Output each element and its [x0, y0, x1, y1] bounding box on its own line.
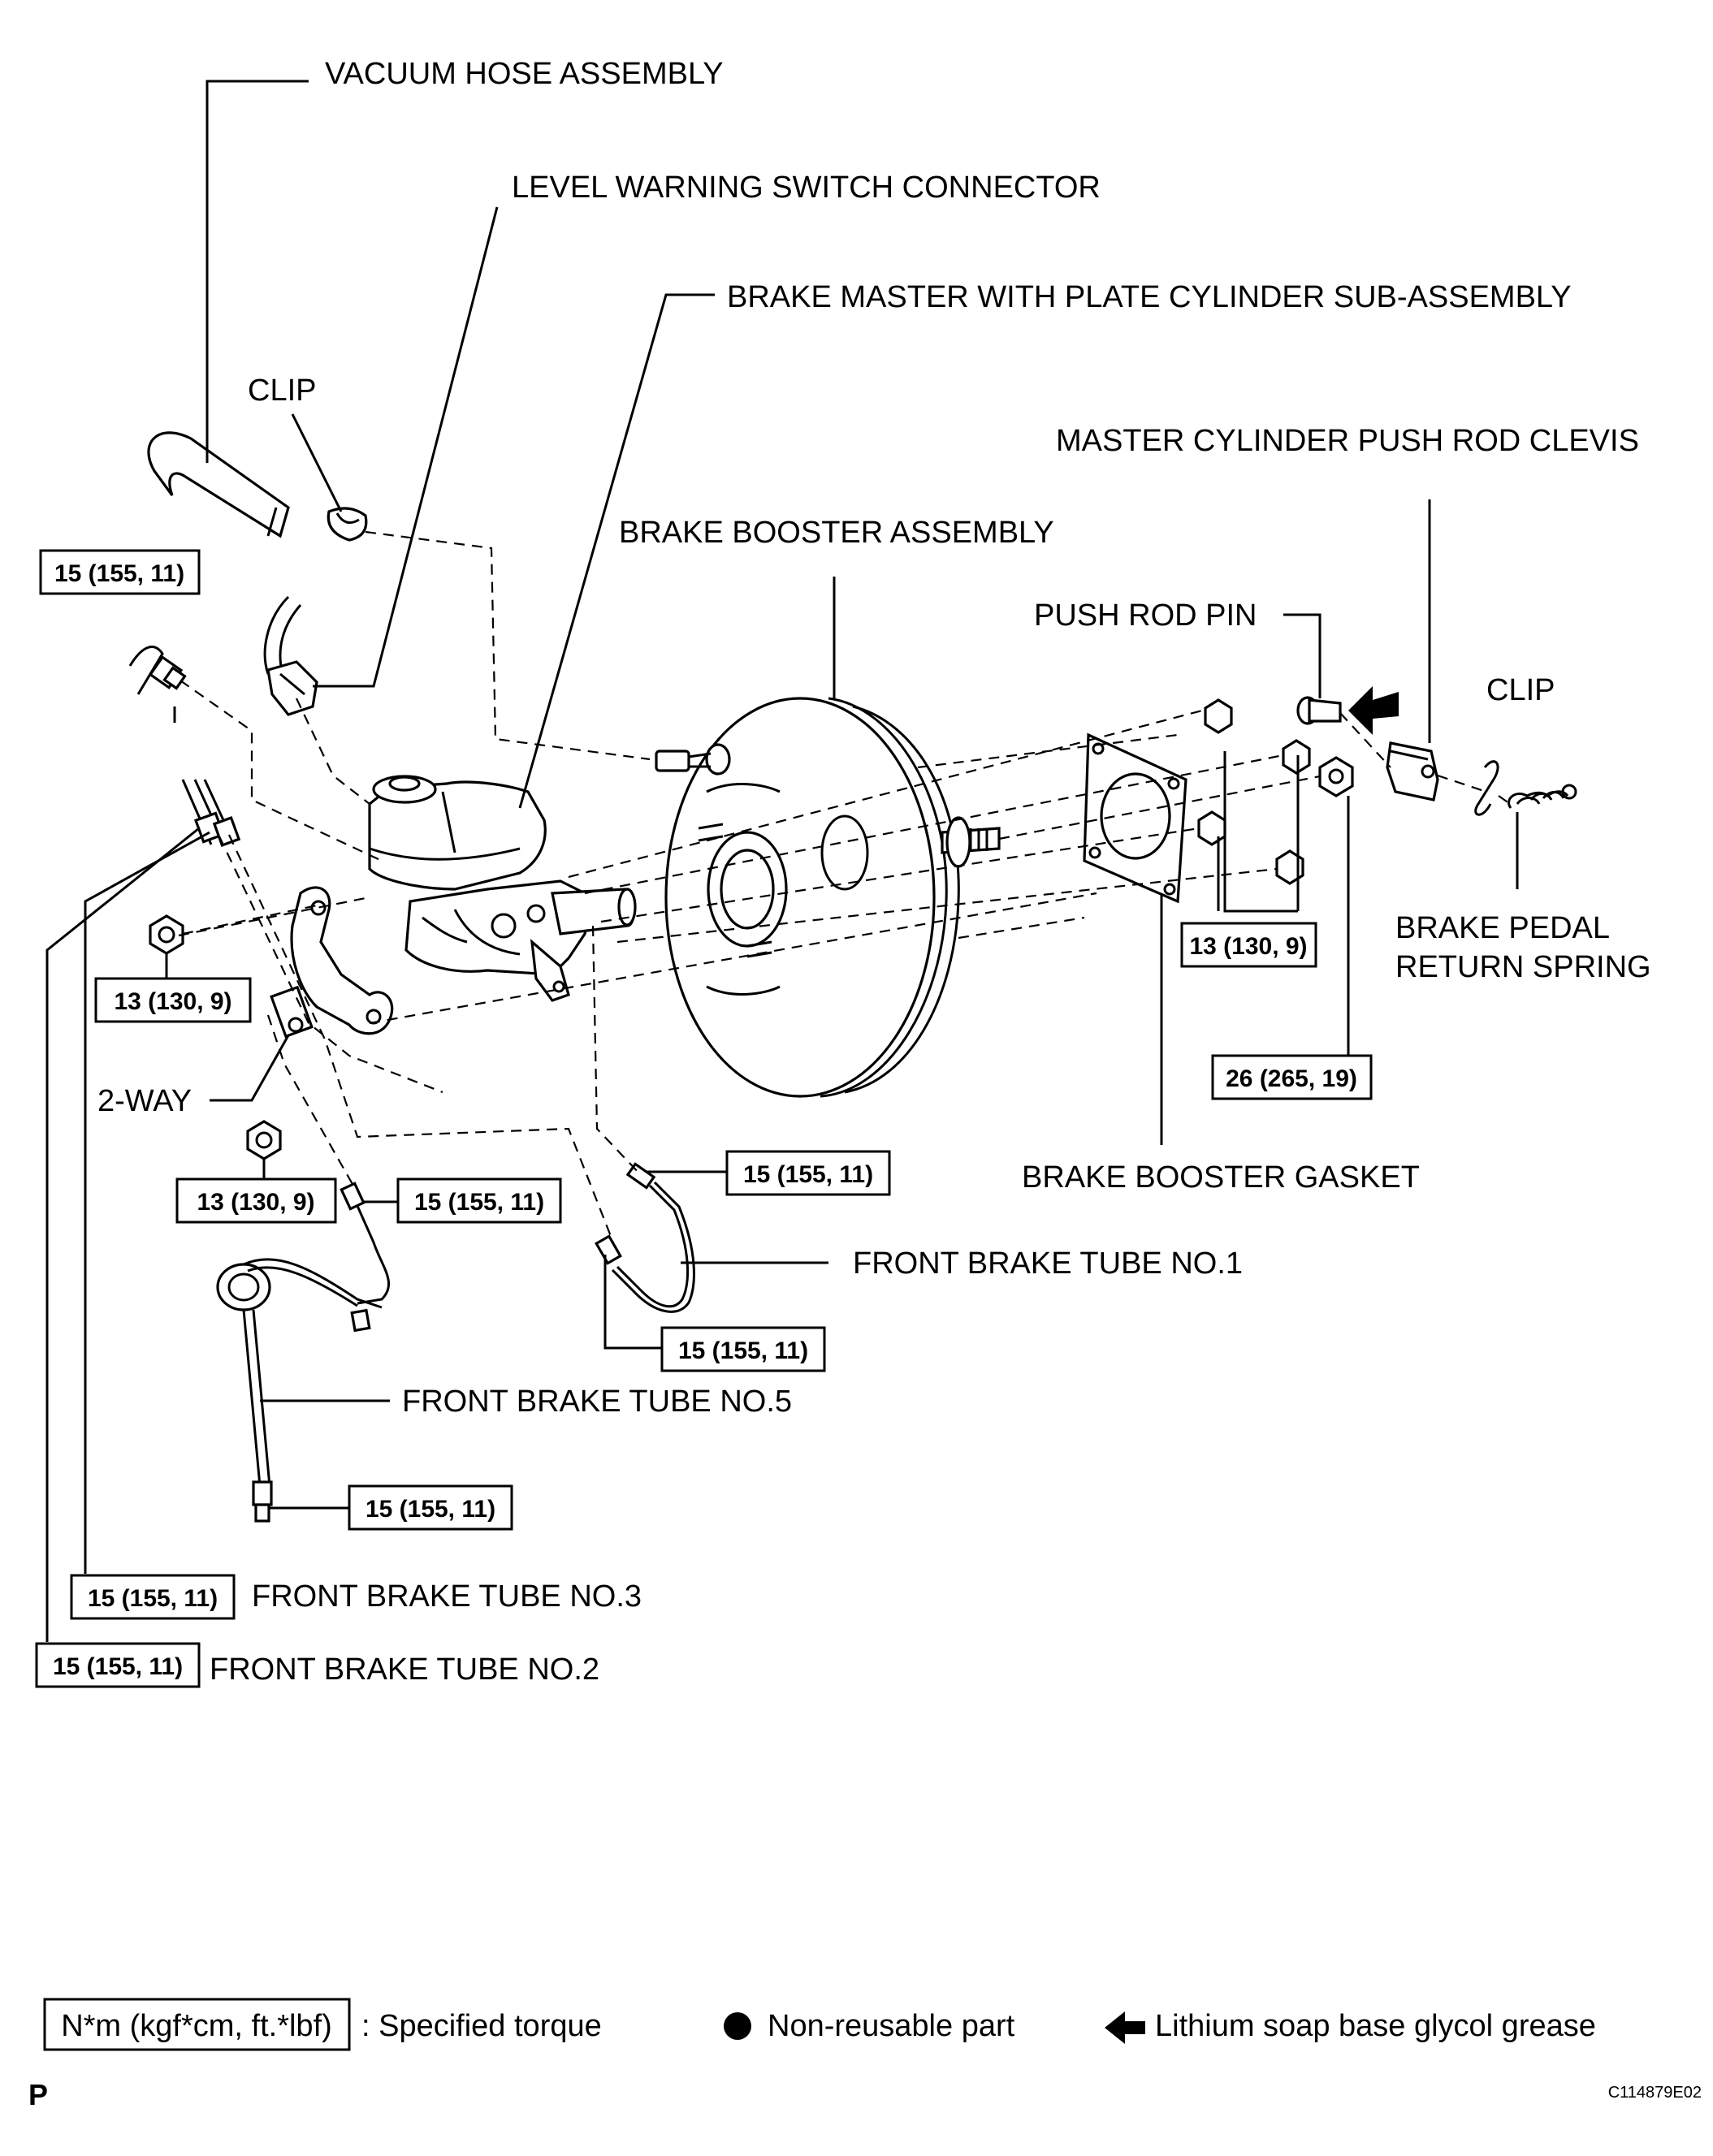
- label-front-tube-3: FRONT BRAKE TUBE NO.3: [252, 1579, 642, 1614]
- clip-right-part: [1474, 760, 1499, 816]
- non-reusable-dot-icon: [724, 2012, 751, 2040]
- level-warning-connector-part: [266, 660, 318, 716]
- torque-box-tube5-bottom: 15 (155, 11): [348, 1484, 513, 1531]
- label-booster-gasket: BRAKE BOOSTER GASKET: [1022, 1160, 1420, 1195]
- page-letter: P: [28, 2078, 48, 2111]
- leader-lines: [45, 80, 1519, 1642]
- legend-grease-text: Lithium soap base glycol grease: [1155, 2009, 1596, 2043]
- svg-text:13 (130, 9): 13 (130, 9): [114, 988, 231, 1015]
- label-level-warning-connector: LEVEL WARNING SWITCH CONNECTOR: [512, 171, 1101, 205]
- svg-text:15 (155, 11): 15 (155, 11): [88, 1585, 218, 1612]
- label-push-rod-pin: PUSH ROD PIN: [1034, 598, 1257, 633]
- legend-nonreusable-text: Non-reusable part: [768, 2009, 1015, 2043]
- label-brake-booster: BRAKE BOOSTER ASSEMBLY: [619, 516, 1054, 550]
- label-push-rod-clevis: MASTER CYLINDER PUSH ROD CLEVIS: [1056, 424, 1639, 458]
- nut-left-part: [149, 914, 184, 955]
- grease-arrow-icon: [1348, 686, 1399, 735]
- brake-booster-part: [655, 697, 1001, 1098]
- torque-box-tube3: 15 (155, 11): [70, 1574, 236, 1620]
- torque-box-left-top: 15 (155, 11): [39, 549, 201, 595]
- torque-box-master-nut: 13 (130, 9): [94, 977, 252, 1023]
- torque-box-tube2: 15 (155, 11): [35, 1642, 201, 1688]
- vacuum-hose-part: [147, 431, 302, 675]
- return-spring-part: [1508, 784, 1577, 809]
- label-two-way: 2-WAY: [97, 1084, 192, 1118]
- torque-box-booster-nuts: 13 (130, 9): [1180, 922, 1317, 968]
- front-brake-tube-5-part: [216, 1182, 391, 1523]
- label-front-tube-1: FRONT BRAKE TUBE NO.1: [853, 1247, 1243, 1281]
- svg-text:15 (155, 11): 15 (155, 11): [366, 1496, 495, 1523]
- label-vacuum-hose: VACUUM HOSE ASSEMBLY: [325, 57, 724, 91]
- clevis-nut-part: [1318, 756, 1354, 797]
- torque-box-tube1-top: 15 (155, 11): [725, 1150, 891, 1196]
- torque-box-lower-nut: 13 (130, 9): [175, 1177, 337, 1224]
- nut-lower-part: [246, 1120, 282, 1160]
- label-return-spring-line2: RETURN SPRING: [1395, 950, 1651, 984]
- svg-text:13 (130, 9): 13 (130, 9): [1189, 933, 1307, 960]
- left-tube-fitting-part: [128, 646, 187, 695]
- push-rod-pin-part: [1296, 696, 1342, 725]
- legend-torque-units: N*m (kgf*cm, ft.*lbf): [61, 2009, 332, 2043]
- svg-text:13 (130, 9): 13 (130, 9): [197, 1189, 314, 1216]
- front-brake-tube-1-part: [595, 1162, 695, 1313]
- svg-text:15 (155, 11): 15 (155, 11): [743, 1161, 873, 1188]
- label-front-tube-2: FRONT BRAKE TUBE NO.2: [210, 1653, 599, 1687]
- master-cylinder-part: [368, 775, 637, 1002]
- legend: N*m (kgf*cm, ft.*lbf) : Specified torque…: [43, 1998, 1596, 2051]
- legend-torque-box: [43, 1998, 351, 2051]
- svg-text:15 (155, 11): 15 (155, 11): [53, 1653, 183, 1680]
- push-rod-clevis-part: [1386, 741, 1439, 801]
- torque-box-tube5-top: 15 (155, 11): [396, 1177, 562, 1224]
- svg-text:26 (265, 19): 26 (265, 19): [1226, 1065, 1357, 1092]
- two-way-bracket-part: [270, 886, 394, 1039]
- svg-text:15 (155, 11): 15 (155, 11): [54, 560, 184, 587]
- torque-box-clevis-nut: 26 (265, 19): [1211, 1054, 1373, 1100]
- label-brake-master-cylinder: BRAKE MASTER WITH PLATE CYLINDER SUB-ASS…: [727, 280, 1572, 314]
- label-clip-right: CLIP: [1486, 673, 1555, 707]
- grease-arrow-legend-icon: [1105, 2011, 1145, 2044]
- alignment-dashes: [178, 530, 1513, 1243]
- booster-gasket-part: [1083, 732, 1187, 904]
- booster-nuts-part: [1197, 698, 1311, 885]
- label-clip-left: CLIP: [248, 374, 316, 408]
- label-front-tube-5: FRONT BRAKE TUBE NO.5: [402, 1385, 792, 1419]
- label-return-spring-line1: BRAKE PEDAL: [1395, 911, 1610, 945]
- figure-code: C114879E02: [1608, 2084, 1702, 2102]
- svg-text:15 (155, 11): 15 (155, 11): [678, 1337, 808, 1364]
- clip-left-part: [327, 507, 368, 542]
- svg-text:15 (155, 11): 15 (155, 11): [414, 1189, 544, 1216]
- legend-torque-text: : Specified torque: [361, 2009, 602, 2043]
- torque-box-tube1-bottom: 15 (155, 11): [660, 1326, 826, 1372]
